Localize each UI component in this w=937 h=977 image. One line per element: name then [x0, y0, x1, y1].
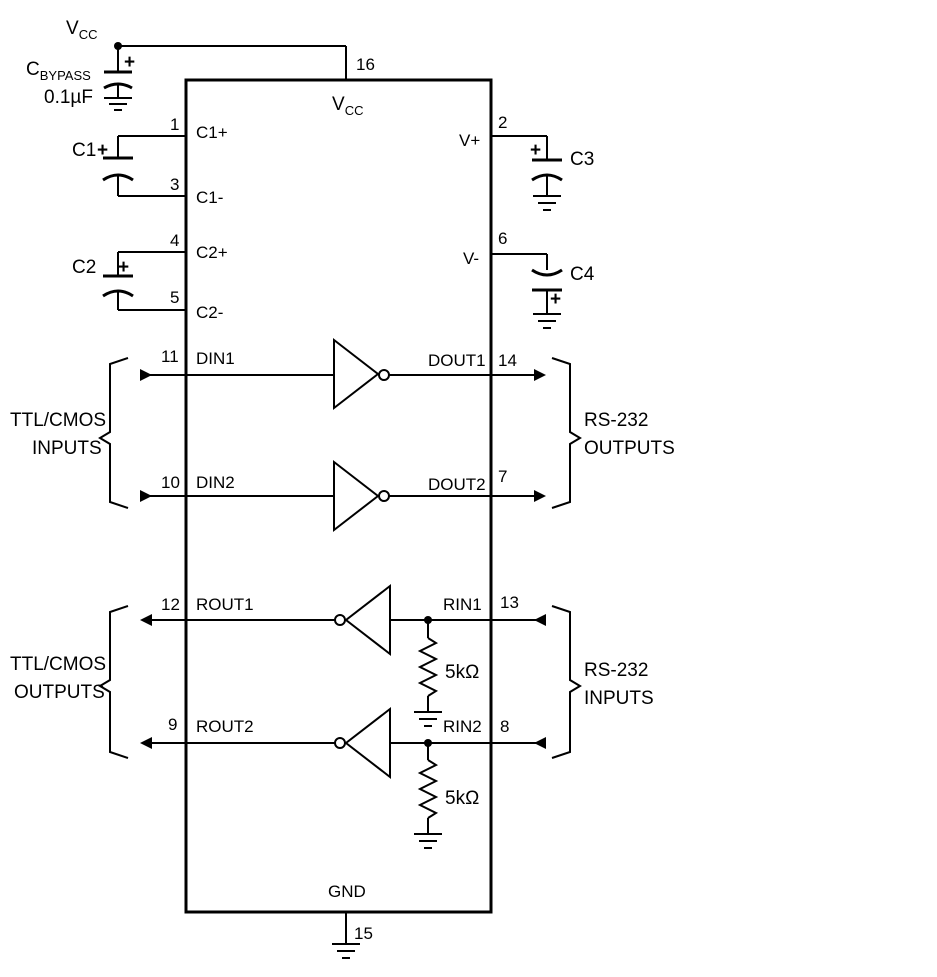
pin-16-number: 16 — [356, 55, 375, 74]
driver-2 — [140, 459, 546, 533]
vplus-pin-label: V+ — [459, 131, 480, 150]
pin-8-number: 8 — [500, 717, 509, 736]
rout1-pin-label: ROUT1 — [196, 595, 254, 614]
c2m-pin-label: C2- — [196, 303, 223, 322]
c2p-pin-label: C2+ — [196, 243, 228, 262]
pin-10-number: 10 — [161, 473, 180, 492]
pin-15-number: 15 — [354, 924, 373, 943]
pin-14-number: 14 — [498, 351, 517, 370]
chip-gnd-label: GND — [328, 882, 366, 901]
driver-1 — [140, 337, 546, 411]
capacitor-c2 — [102, 251, 186, 311]
brace-ttl-inputs — [98, 357, 129, 509]
rin1-pin-label: RIN1 — [443, 595, 482, 614]
capacitor-c3 — [491, 135, 563, 211]
cbypass-value: 0.1µF — [44, 87, 93, 108]
receiver-1 — [140, 583, 546, 727]
pin-13-number: 13 — [500, 593, 519, 612]
c1m-pin-label: C1- — [196, 188, 223, 207]
dout1-pin-label: DOUT1 — [428, 351, 486, 370]
rs232-outputs-label-line1: RS-232 — [584, 410, 648, 431]
c1-label: C1 — [72, 140, 96, 161]
resistor-2-label: 5kΩ — [445, 788, 479, 809]
pin-12-number: 12 — [161, 595, 180, 614]
c3-label: C3 — [570, 149, 594, 170]
pin-4-number: 4 — [170, 231, 179, 250]
pin-5-number: 5 — [170, 288, 179, 307]
brace-rs232-outputs — [551, 357, 582, 509]
din2-pin-label: DIN2 — [196, 473, 235, 492]
c4-plus: + — [550, 289, 561, 310]
pin-3-number: 3 — [170, 175, 179, 194]
brace-ttl-outputs — [98, 605, 129, 759]
rout2-pin-label: ROUT2 — [196, 717, 254, 736]
rs232-inputs-label-line1: RS-232 — [584, 660, 648, 681]
pin-1-number: 1 — [170, 115, 179, 134]
ttl-inputs-label-line2: INPUTS — [32, 438, 102, 459]
pin-6-number: 6 — [498, 229, 507, 248]
ttl-outputs-label-line2: OUTPUTS — [14, 682, 105, 703]
resistor-1-label: 5kΩ — [445, 662, 479, 683]
c1-plus: + — [97, 140, 108, 161]
pin-2-number: 2 — [498, 113, 507, 132]
vminus-pin-label: V- — [463, 249, 479, 268]
ttl-outputs-label-line1: TTL/CMOS — [10, 654, 106, 675]
ground-pin — [332, 912, 360, 959]
din1-pin-label: DIN1 — [196, 349, 235, 368]
rs232-inputs-label-line2: INPUTS — [584, 688, 654, 709]
pin-7-number: 7 — [498, 467, 507, 486]
pin-11-number: 11 — [161, 347, 179, 366]
c1p-pin-label: C1+ — [196, 123, 228, 142]
vcc-supply-label: VCC — [66, 18, 97, 42]
capacitor-c4 — [491, 253, 563, 329]
cbypass-label: CBYPASS — [26, 59, 91, 83]
rs232-outputs-label-line2: OUTPUTS — [584, 438, 675, 459]
c2-label: C2 — [72, 257, 96, 278]
brace-rs232-inputs — [551, 605, 582, 759]
vcc-supply — [103, 42, 347, 111]
rin2-pin-label: RIN2 — [443, 717, 482, 736]
c2-plus: + — [118, 257, 129, 278]
cbypass-plus: + — [124, 52, 135, 73]
c4-label: C4 — [570, 264, 595, 285]
c3-plus: + — [530, 140, 541, 161]
dout2-pin-label: DOUT2 — [428, 475, 486, 494]
capacitor-c1 — [102, 135, 186, 197]
ttl-inputs-label-line1: TTL/CMOS — [10, 410, 106, 431]
receiver-2 — [140, 706, 546, 849]
chip-vcc-label: VCC — [332, 94, 363, 118]
pin-9-number: 9 — [168, 715, 177, 734]
